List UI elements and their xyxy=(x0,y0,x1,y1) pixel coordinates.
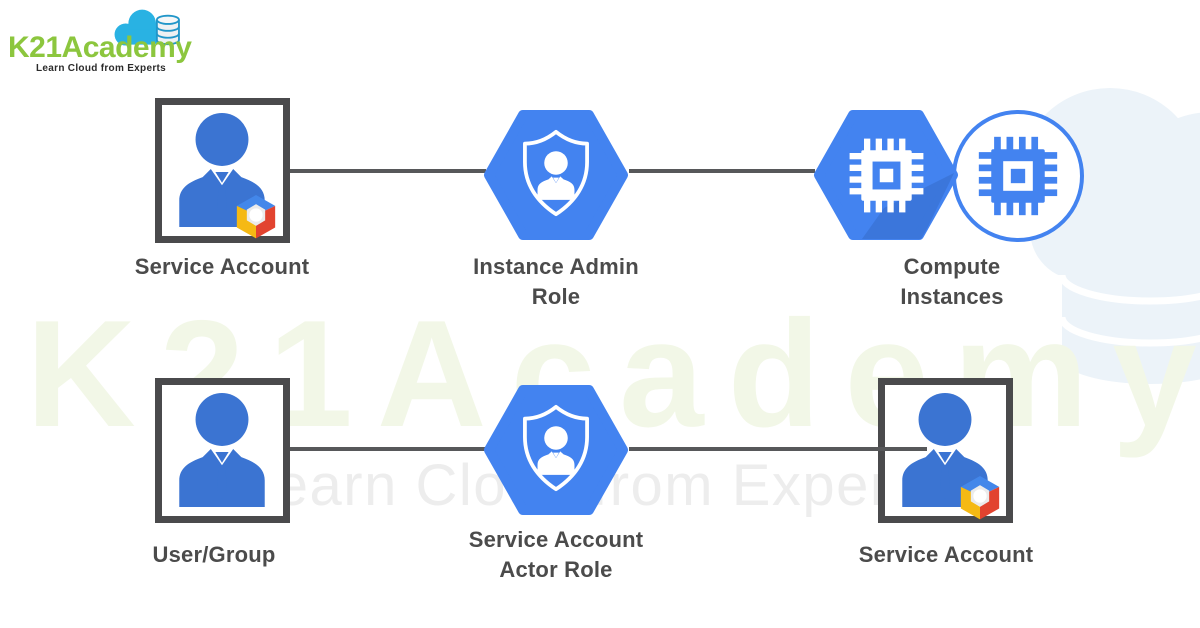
label-user-group: User/Group xyxy=(152,542,276,567)
user-group-node xyxy=(155,378,290,523)
service-account-actor-role-hexagon-icon xyxy=(484,385,628,515)
connector-instance-admin-role-to-compute-instances xyxy=(629,169,815,173)
person-icon xyxy=(179,393,265,507)
watermark-cloud-database-icon xyxy=(1018,88,1200,384)
label-service-account-actor-role: Service Account Actor Role xyxy=(468,527,644,582)
logo-cloud-database-icon xyxy=(114,9,180,46)
gcp-badge-icon xyxy=(236,195,276,239)
label-service-account-bottom: Service Account xyxy=(858,542,1034,567)
instance-admin-role-hexagon-icon xyxy=(484,110,628,240)
compute-instance-circle-icon xyxy=(952,110,1084,242)
label-compute-instances: Compute Instances xyxy=(900,254,1004,309)
connector-user-group-to-actor-role xyxy=(290,447,486,451)
connector-actor-role-to-service-account xyxy=(629,447,927,451)
connector-service-account-to-instance-admin-role xyxy=(290,169,486,173)
label-service-account-top: Service Account xyxy=(134,254,310,279)
gcp-badge-icon xyxy=(960,476,1000,520)
brand-logo: K21Academy Learn Cloud from Experts xyxy=(6,4,192,78)
logo-tagline-text: Learn Cloud from Experts xyxy=(36,63,166,74)
compute-engine-hexagon-icon xyxy=(814,110,958,240)
logo-brand-text: K21Academy xyxy=(8,31,192,64)
label-instance-admin-role: Instance Admin Role xyxy=(473,254,639,309)
cpu-chip-icon xyxy=(978,136,1058,216)
